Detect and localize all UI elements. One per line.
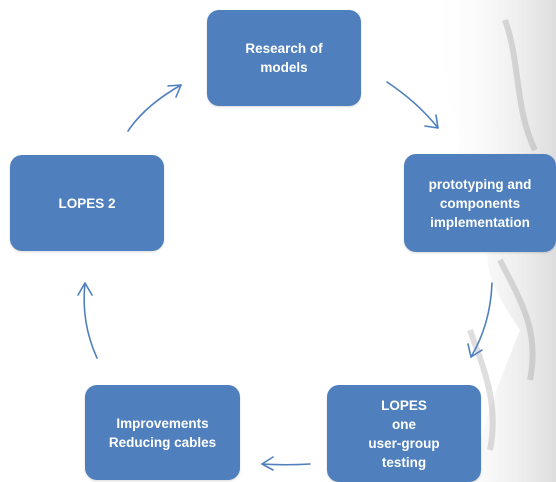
node-research-of-models-label: Research of models [245, 41, 323, 75]
node-improvements-label: Improvements Reducing cables [108, 415, 217, 450]
node-research-of-models: Research of models [207, 10, 361, 106]
node-prototyping-label: prototyping and components implementatio… [428, 176, 532, 230]
arrow-research-to-prototyping [386, 81, 439, 129]
arrow-lopes-two-to-research [127, 84, 182, 132]
arrow-improvements-to-lopes-two [77, 282, 98, 359]
arrow-lopes-one-to-improvements [261, 456, 311, 471]
arrow-prototyping-to-lopes-one [467, 282, 493, 358]
node-improvements: Improvements Reducing cables [85, 385, 240, 480]
node-prototyping: prototyping and components implementatio… [404, 154, 556, 252]
node-lopes-2: LOPES 2 [10, 155, 164, 251]
node-lopes-one-testing: LOPES one user-group testing [327, 385, 481, 482]
node-lopes-2-label: LOPES 2 [58, 195, 116, 211]
node-lopes-one-testing-label: LOPES one user-group testing [368, 397, 440, 470]
